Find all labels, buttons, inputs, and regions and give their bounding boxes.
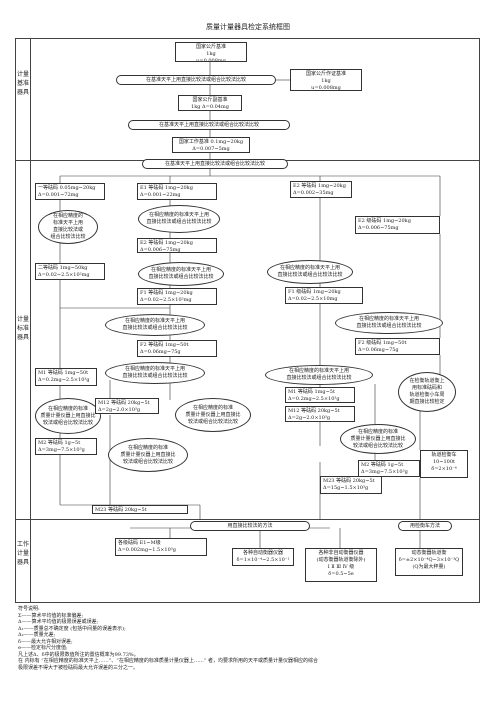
working-weights: 各级砝码 E1~M级 Δ=0.002mg~1.5×10³g	[115, 538, 207, 556]
process-compare-2: 在基准天平上用直接比较法或组合比较法比较	[128, 120, 290, 130]
process-mid-1: 在相应精度的标准天平上用 直接比较法或组合比较法比较	[138, 205, 220, 233]
process-mid-4: 在相应精度的标准天平上用 直接比较法或组合比较法比较	[105, 362, 205, 384]
process-mid-2: 在相应精度的标准天平上用 直接比较法或组合比较法比较	[138, 262, 224, 286]
page-title: 质量计量器具检定系统框图	[206, 23, 290, 31]
e1-weights: E1 等砝码 1mg~20kg Δ=0.001~22mg	[137, 183, 217, 200]
process-right-4: 在相应精度的标准天平上用 直接比较法或组合比较法比较	[265, 365, 373, 385]
section-divider-2	[15, 519, 480, 520]
second-class-weights: 二等砝码 1mg~50kg Δ=0.02~2.5×10²mg	[35, 263, 105, 280]
section-label-column	[15, 38, 31, 603]
process-right-2: 在相应精度的标准天平上用 直接比较法或组合比较法比较	[267, 260, 353, 284]
process-right-5: 在相应精度的标准 质量计量仪器上用直接比 较法或组合比较法比较	[340, 424, 416, 454]
m1-weights-left: M1 等砝码 1mg~50t Δ=0.2mg~2.5×10³g	[35, 368, 97, 386]
method-weights-label: 用直接比较法的方法	[190, 521, 310, 531]
national-kg-standard: 国家公斤基准 1kg u=0.008mg	[175, 42, 247, 62]
process-track-scale: 在检衡轨道衡上 用标准砝码和 轨道检衡小车周 期直接比较检定	[398, 372, 456, 412]
national-working-standard: 国家工作基准 0.1mg~20kg Δ=0.007~5mg	[172, 137, 250, 153]
m1-weights-right: M1 等砝码 1mg~5t Δ=0.2mg~2.5×10³g	[285, 387, 355, 403]
dynamic-track-scale: 动态衡器轨道衡 δ=±2×10⁻⁴Q~3×10⁻³Q (Q为最大秤量)	[395, 548, 463, 576]
process-left-1: 在相应精度的 标准天平上用 直接比较法或 组合比较法比较	[38, 210, 98, 244]
section-label-standard: 计量基准器具	[17, 71, 30, 96]
m23-weights-left: M23 等砝码 20kg~5t Δ=1g~1.5×10³g	[92, 505, 188, 514]
m12-weights-mid: M12 等砝码 20kg~5t Δ=2g~2.0×10³g	[285, 406, 355, 422]
notes: 符号说明: Σ——算术平均值的标准偏差; Δ——算术平均值的极限误差或误差; Δ…	[18, 606, 318, 671]
m23-weights-right: M23 等砝码 20kg~5t Δ=15g~1.5×10³g	[320, 476, 382, 494]
first-class-weights: 一等砝码 0.05mg~20kg Δ=0.001~72mg	[35, 183, 105, 200]
e2-weights-right: E2 级砝码 1mg~20kg Δ=0.006~75mg	[355, 216, 440, 234]
process-mid-6: 在相应精度的标准 质量计量仪器上用直接比 较法或组合比较法比较	[108, 438, 188, 472]
witness-kg-standard: 国家公斤作证基准 1kg u=0.008mg	[290, 69, 362, 91]
method-balance-label: 用检衡车方法	[398, 521, 452, 531]
section-label-working: 工作计量器具	[17, 541, 30, 566]
e2-weights-mid: E2 等砝码 1mg~20kg Δ=0.006~75mg	[137, 238, 217, 253]
track-test-car: 轨道检衡车 10~100t δ=2×10⁻⁴	[420, 450, 468, 478]
process-left-5: 在相应精度的标准 质量计量仪器上用直接比 较法或组合比较法比较	[35, 398, 101, 434]
process-compare-1: 在基准天平上用直接比较法或组合比较法比较	[116, 75, 276, 85]
kg-secondary-standard: 国家公斤副基准 1kg Δ=0.04mg	[178, 95, 242, 111]
m2-weights-right: M2 等砝码 1g~5t Δ=3mg~7.5×10³g	[358, 460, 420, 477]
f2-weights-right: F2 级砝码 1mg~50t Δ=0.06mg~75g	[355, 338, 440, 355]
process-right-3: 在相应精度的标准天平上用 直接比较法或组合比较法比较	[335, 312, 443, 334]
automatic-weighing-instruments: 各种自动衡器仪器 δ=1×10⁻⁴~2.5×10⁻¹	[232, 548, 294, 566]
f1-weights-right: F1 级砝码 1mg~20kg Δ=0.02~2.5×10mg	[285, 287, 363, 304]
diagram-frame	[15, 38, 480, 603]
e2-weights-top: E2 等砝码 1mg~20kg Δ=0.002~35mg	[290, 181, 352, 198]
f2-weights-mid: F2 等砝码 1mg~50t Δ=0.06mg~75g	[137, 340, 217, 357]
non-automatic-weighing-instruments: 各种非自动衡器仪器 (动态衡器轨道衡除外) Ⅰ Ⅱ Ⅲ Ⅳ 级 δ=0.5~5e	[305, 548, 377, 582]
f1-weights-mid: F1 等砝码 1mg~20kg Δ=0.02~2.5×10²mg	[137, 288, 217, 305]
process-compare-3: 在基准天平上用直接比较法或组合比较法比较	[142, 159, 288, 169]
m2-weights-left: M2 等砝码 1g~5t Δ=3mg~7.5×10³g	[35, 438, 97, 455]
process-mid-3: 在相应精度的标准天平上用 直接比较法或组合比较法比较	[105, 314, 205, 336]
section-label-reference: 计量标准器具	[17, 316, 30, 341]
m12-weights-left: M12 等砝码 20kg~5t Δ=2g~2.0×10³g	[95, 398, 159, 414]
process-mid-5: 在相应精度的标准 质量计量仪器上用直接比 较法或组合比较法比较	[175, 398, 251, 432]
